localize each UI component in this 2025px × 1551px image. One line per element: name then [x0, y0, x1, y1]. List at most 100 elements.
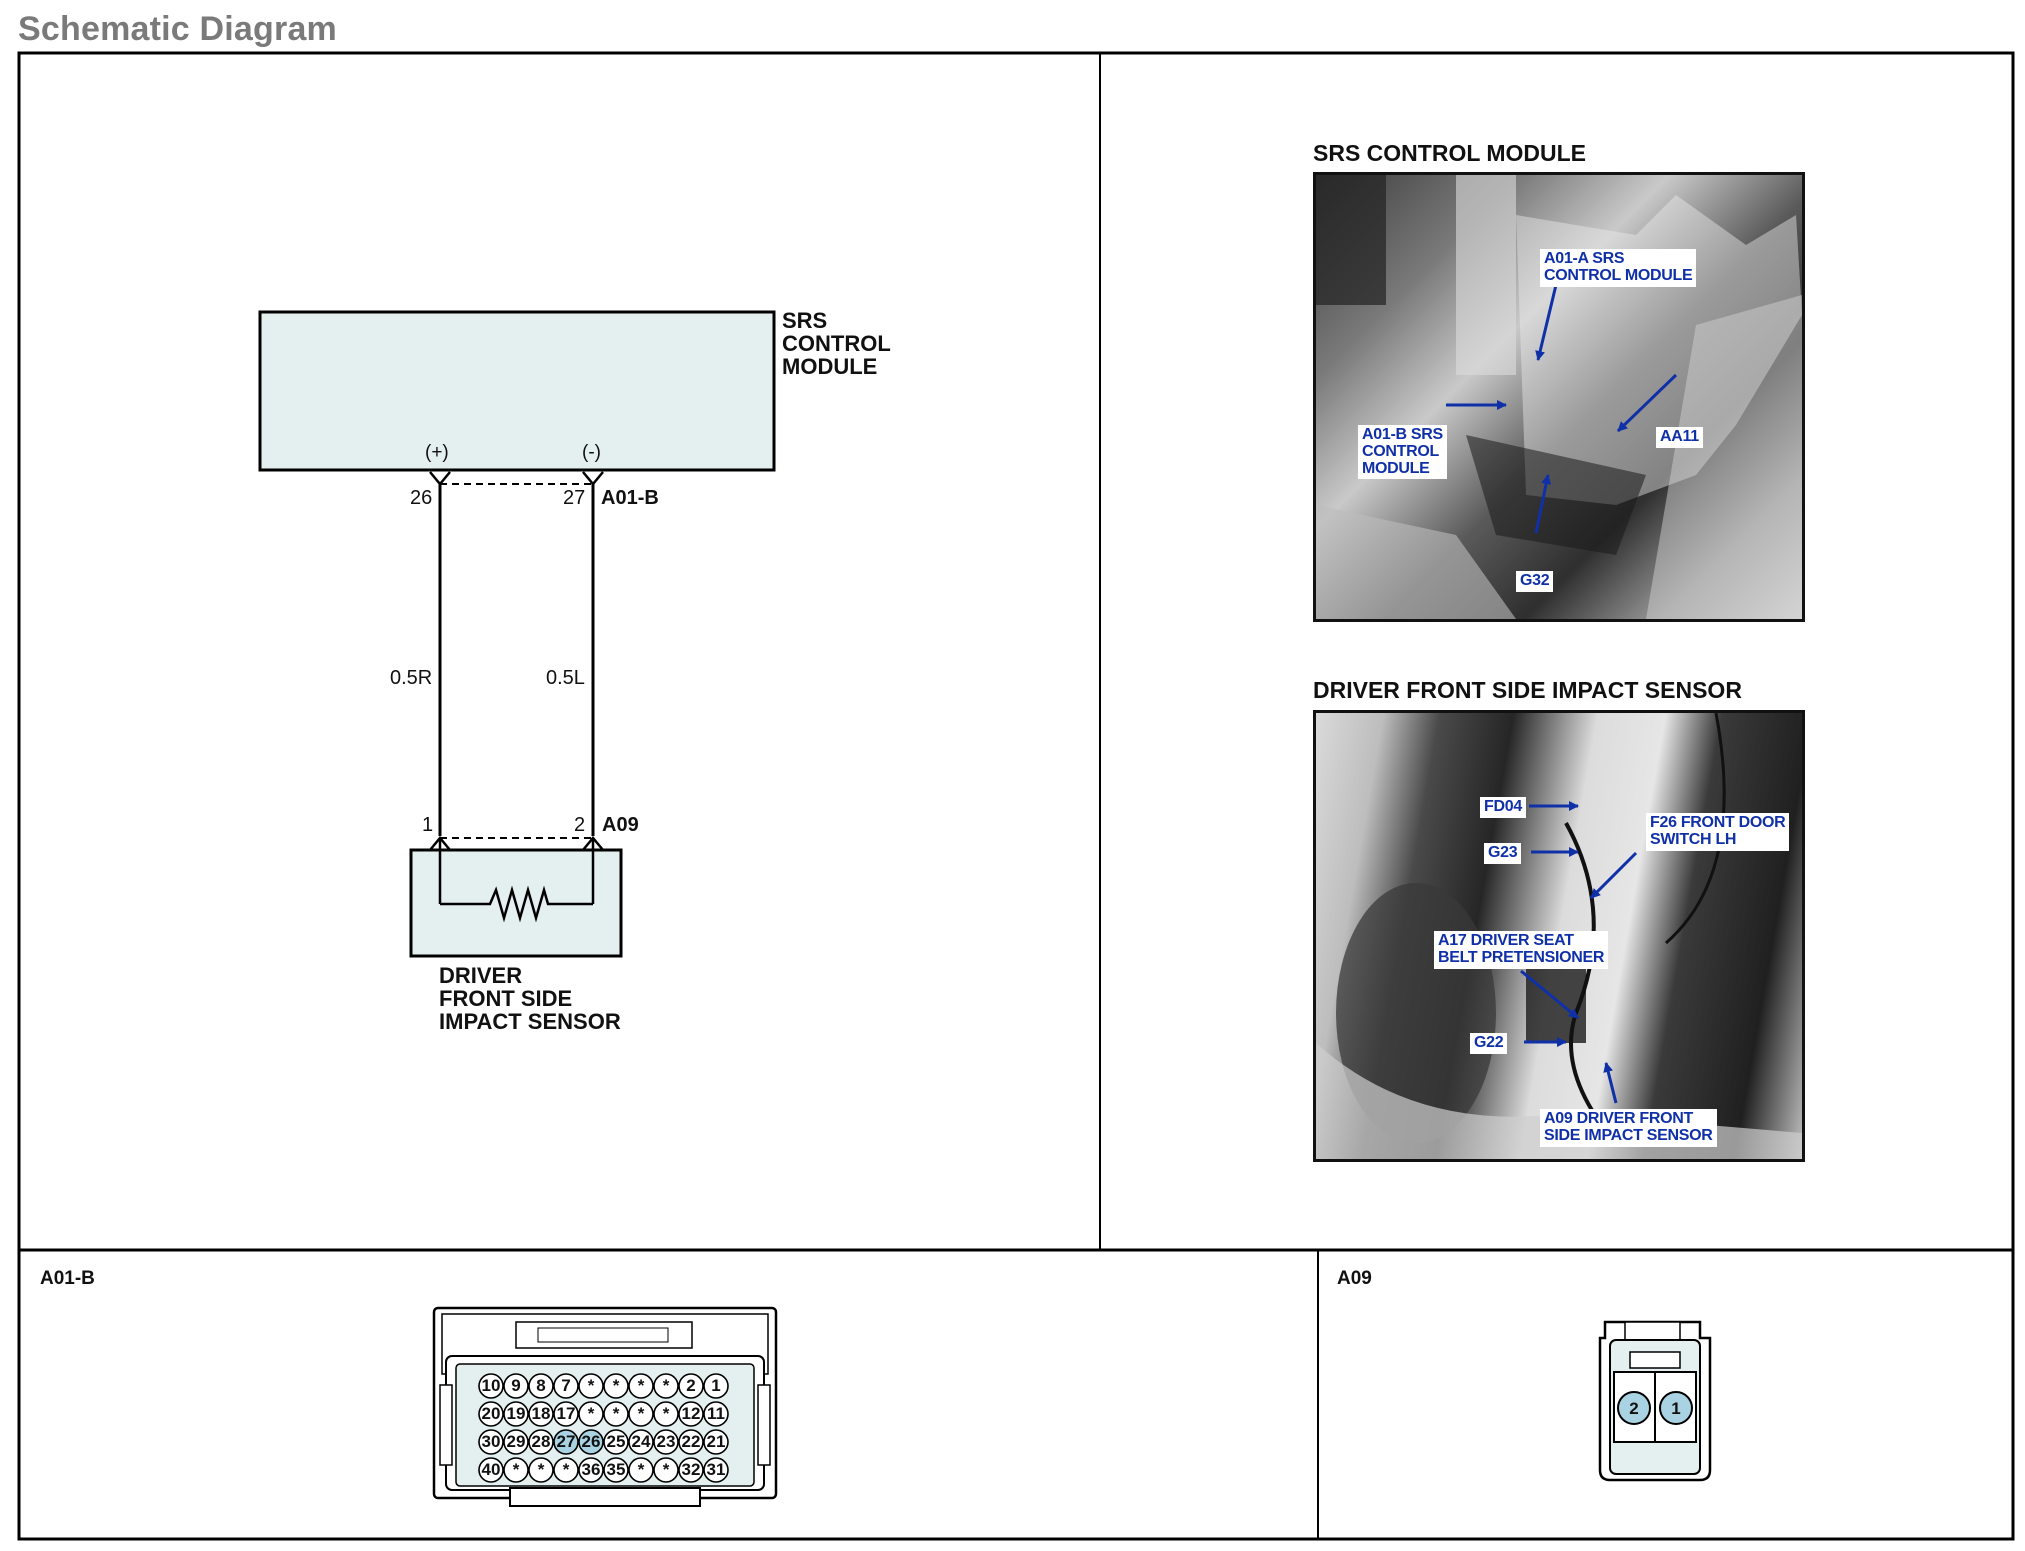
a01b-pin-label: 23: [657, 1432, 676, 1451]
a01b-pin-label: *: [638, 1460, 645, 1479]
a01b-pin-label: 25: [607, 1432, 626, 1451]
a01b-pin-label: 40: [482, 1460, 501, 1479]
sensor-photo-title: DRIVER FRONT SIDE IMPACT SENSOR: [1313, 677, 1742, 703]
a01b-pin-label: 8: [536, 1376, 545, 1395]
pin-26-label: 26: [410, 487, 433, 509]
a01b-pin: [628, 1401, 654, 1427]
a01b-pin: [653, 1401, 679, 1427]
a01b-pin-label: 27: [557, 1432, 576, 1451]
a09-pin-1: [1659, 1391, 1693, 1425]
callout-g32: G32: [1516, 571, 1554, 592]
a01b-pin: [703, 1457, 729, 1483]
callout-fd04: FD04: [1480, 797, 1526, 818]
a01b-pin-label: 1: [711, 1376, 720, 1395]
a01b-pin: [703, 1373, 729, 1399]
srs-module-box: [258, 310, 776, 472]
sensor-photo: FD04 G23 F26 FRONT DOOR SWITCH LH A17 DR…: [1313, 710, 1805, 1162]
sensor-label: DRIVER FRONT SIDE IMPACT SENSOR: [439, 963, 621, 1035]
a01b-pin: [553, 1401, 579, 1427]
a01b-pin-label: 7: [561, 1376, 570, 1395]
callout-f26: F26 FRONT DOOR SWITCH LH: [1646, 813, 1790, 851]
a01b-pin: [678, 1401, 704, 1427]
connector-a01b-label: A01-B: [601, 487, 659, 509]
a01b-pin: [578, 1401, 604, 1427]
a01b-pin-label: 35: [607, 1460, 626, 1479]
srs-module-photo: A01-A SRS CONTROL MODULE A01-B SRS CONTR…: [1313, 172, 1805, 622]
a01b-pin: [703, 1429, 729, 1455]
a01b-pin: [603, 1457, 629, 1483]
a01b-pin-label: 9: [511, 1376, 520, 1395]
a01b-pin: [653, 1457, 679, 1483]
a01b-pin-label: *: [563, 1460, 570, 1479]
a01b-pin-label: 2: [686, 1376, 695, 1395]
a01b-pin: [503, 1401, 529, 1427]
a01b-pin: [678, 1373, 704, 1399]
a01b-pin: [678, 1429, 704, 1455]
a01b-pin-label: *: [513, 1460, 520, 1479]
a01b-pin-label: 26: [582, 1432, 601, 1451]
callout-a09: A09 DRIVER FRONT SIDE IMPACT SENSOR: [1540, 1109, 1717, 1147]
resistor-symbol: [440, 885, 593, 923]
a01b-pin: [703, 1401, 729, 1427]
pin-1-label: 1: [422, 814, 434, 836]
a09-pin-2: [1617, 1391, 1651, 1425]
connector-a09-label: A09: [602, 814, 639, 836]
srs-photo-overlay: [1316, 175, 1802, 619]
a01b-pin: [653, 1373, 679, 1399]
pin-26-chevron: [429, 471, 451, 486]
a01b-pin-label: *: [538, 1460, 545, 1479]
a09-connector-title: A09: [1337, 1268, 1372, 1289]
a01b-pin-label: *: [588, 1376, 595, 1395]
a01b-pin: [478, 1401, 504, 1427]
callout-a01b: A01-B SRS CONTROL MODULE: [1358, 425, 1447, 480]
a01b-pin-label: 30: [482, 1432, 501, 1451]
a01b-pin: [528, 1429, 554, 1455]
page-title: Schematic Diagram: [18, 10, 337, 48]
a01b-pin: [578, 1429, 604, 1455]
a01b-pin: [603, 1429, 629, 1455]
a01b-pin: [478, 1373, 504, 1399]
a01b-pin: [603, 1401, 629, 1427]
a01b-pin: [553, 1373, 579, 1399]
a01b-pin-label: 28: [532, 1432, 551, 1451]
a01b-pin: [528, 1373, 554, 1399]
a01b-pin: [678, 1457, 704, 1483]
a01b-pin-label: 20: [482, 1404, 501, 1423]
a01b-pin-label: *: [638, 1404, 645, 1423]
a01b-pin: [478, 1429, 504, 1455]
srs-module-label: SRS CONTROL MODULE: [782, 308, 891, 380]
a09-pin-1-label: 1: [1671, 1399, 1680, 1418]
callout-g22: G22: [1470, 1033, 1508, 1054]
a01b-pin: [503, 1373, 529, 1399]
a01b-pin-label: 21: [707, 1432, 726, 1451]
a01b-connector-title: A01-B: [40, 1268, 95, 1289]
a01b-pin: [578, 1373, 604, 1399]
a01b-pin-label: *: [638, 1376, 645, 1395]
srs-photo-title: SRS CONTROL MODULE: [1313, 140, 1587, 166]
callout-g23: G23: [1484, 843, 1522, 864]
a01b-pin-label: 36: [582, 1460, 601, 1479]
a01b-pin-label: 29: [507, 1432, 526, 1451]
a01b-pin: [628, 1457, 654, 1483]
callout-a01a: A01-A SRS CONTROL MODULE: [1540, 249, 1697, 287]
a01b-pin: [578, 1457, 604, 1483]
wire-right-label: 0.5L: [546, 667, 585, 689]
a01b-pin: [553, 1457, 579, 1483]
a01b-pin: [528, 1401, 554, 1427]
a01b-pin: [528, 1457, 554, 1483]
a01b-pin: [478, 1457, 504, 1483]
pin-27-label: 27: [563, 487, 586, 509]
a01b-pin-label: 11: [707, 1404, 725, 1423]
a09-pin-2-label: 2: [1629, 1399, 1638, 1418]
a01b-pin-label: *: [613, 1404, 620, 1423]
a01b-pin: [503, 1457, 529, 1483]
a01b-pin: [653, 1429, 679, 1455]
pin-27-chevron: [582, 471, 604, 486]
a01b-pin-label: 19: [507, 1404, 526, 1423]
a01b-pin-label: *: [613, 1376, 620, 1395]
a01b-pin-label: *: [663, 1404, 670, 1423]
a01b-pin-label: 12: [682, 1404, 701, 1423]
a01b-pin-label: 24: [632, 1432, 651, 1451]
